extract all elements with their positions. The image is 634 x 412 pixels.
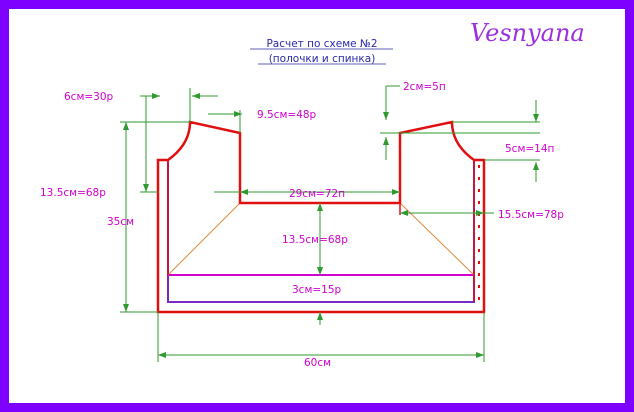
diagonal-right [399,202,475,276]
label-center-width: 29см=72п [289,188,345,200]
label-total-height: 35см [107,216,134,228]
label-neck-left: 9.5см=48р [257,109,317,121]
diagram-title: Расчет по схеме №2 [266,38,377,50]
label-shoulder-right-height: 5см=14п [505,143,554,155]
diagonal-left [167,202,241,276]
label-shoulder-left: 6см=30р [64,91,114,103]
logo-vesnyana: Vesnyana [470,19,585,47]
label-armhole-height: 13.5см=68р [40,187,106,199]
label-right-width: 15.5см=78р [498,209,564,221]
label-bottom-band: 3см=15р [292,284,342,296]
label-center-height: 13.5см=68р [282,234,348,246]
diagram-subtitle: (полочки и спинка) [269,53,376,65]
label-total-width: 60см [304,357,331,369]
label-shoulder-right: 2см=5п [403,81,446,93]
